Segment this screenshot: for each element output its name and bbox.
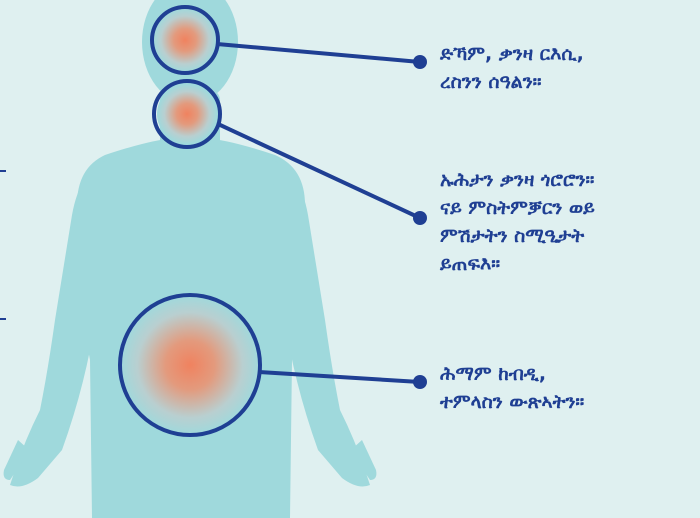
throat-symptoms-label: ኡሕታን ቃንዛ ጎሮሮን። ናይ ምስትምቓርን ወይ ምሽታትን ስሚዒታት… [440, 166, 595, 278]
label-line: ኡሕታን ቃንዛ ጎሮሮን። [440, 166, 595, 194]
throat-pain-glow [157, 84, 217, 144]
label-line: ድኻም, ቃንዛ ርእሲ, [440, 40, 584, 68]
edge-fragment-mark [0, 318, 6, 320]
label-line: ተምላስን ውጽኣትን። [440, 388, 584, 416]
stomach-connector-dot [413, 375, 427, 389]
head-connector-line [217, 44, 420, 62]
head-symptoms-label: ድኻም, ቃንዛ ርእሲ, ረስንን ሰዓልን። [440, 40, 584, 96]
edge-fragment-mark [0, 170, 6, 172]
label-line: ይጠፍእ። [440, 250, 595, 278]
head-connector-dot [413, 55, 427, 69]
label-line: ምሽታትን ስሚዒታት [440, 222, 595, 250]
label-line: ረስንን ሰዓልን። [440, 68, 584, 96]
throat-connector-dot [413, 211, 427, 225]
label-line: ናይ ምስትምቓርን ወይ [440, 194, 595, 222]
stomach-symptoms-label: ሕማም ከብዲ, ተምላስን ውጽኣትን። [440, 360, 584, 416]
label-line: ሕማም ከብዲ, [440, 360, 584, 388]
human-silhouette [4, 0, 377, 518]
